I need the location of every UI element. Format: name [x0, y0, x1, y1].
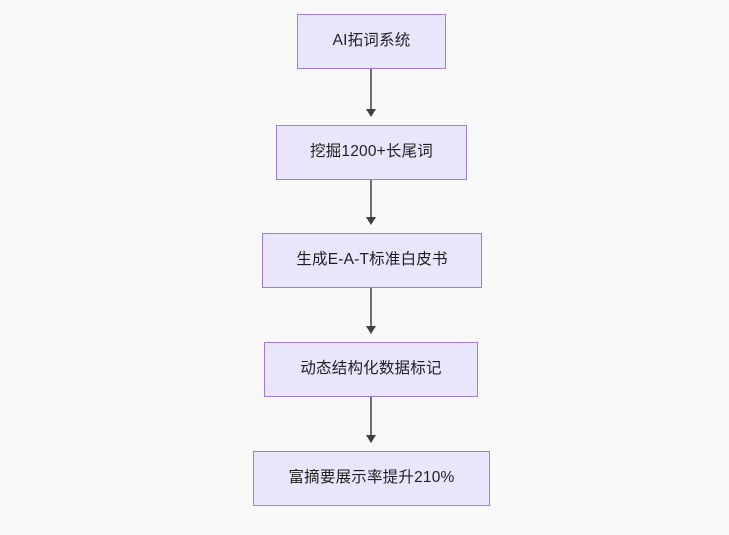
flowchart-node-5-label: 富摘要展示率提升210%: [288, 469, 455, 487]
flowchart-node-4[interactable]: 动态结构化数据标记: [264, 342, 478, 397]
flowchart-node-2[interactable]: 挖掘1200+长尾词: [276, 125, 467, 180]
flowchart-node-1-label: AI拓词系统: [332, 32, 411, 50]
flowchart-node-2-label: 挖掘1200+长尾词: [309, 143, 434, 161]
flowchart-node-1[interactable]: AI拓词系统: [297, 14, 446, 69]
flowchart-node-3-label: 生成E-A-T标准白皮书: [296, 251, 448, 269]
flowchart-node-3[interactable]: 生成E-A-T标准白皮书: [262, 233, 482, 288]
edge-4-arrowhead: [366, 435, 376, 443]
edge-3-line: [370, 288, 372, 326]
flowchart-edge-4: [366, 397, 376, 443]
flowchart-node-5[interactable]: 富摘要展示率提升210%: [253, 451, 490, 506]
flowchart-node-4-label: 动态结构化数据标记: [300, 360, 442, 378]
flowchart-edge-2: [366, 180, 376, 225]
flowchart-edge-3: [366, 288, 376, 334]
flowchart-edge-1: [366, 69, 376, 117]
edge-4-line: [370, 397, 372, 435]
edge-1-line: [370, 69, 372, 109]
edge-1-arrowhead: [366, 109, 376, 117]
edge-2-arrowhead: [366, 217, 376, 225]
edge-2-line: [370, 180, 372, 217]
edge-3-arrowhead: [366, 326, 376, 334]
